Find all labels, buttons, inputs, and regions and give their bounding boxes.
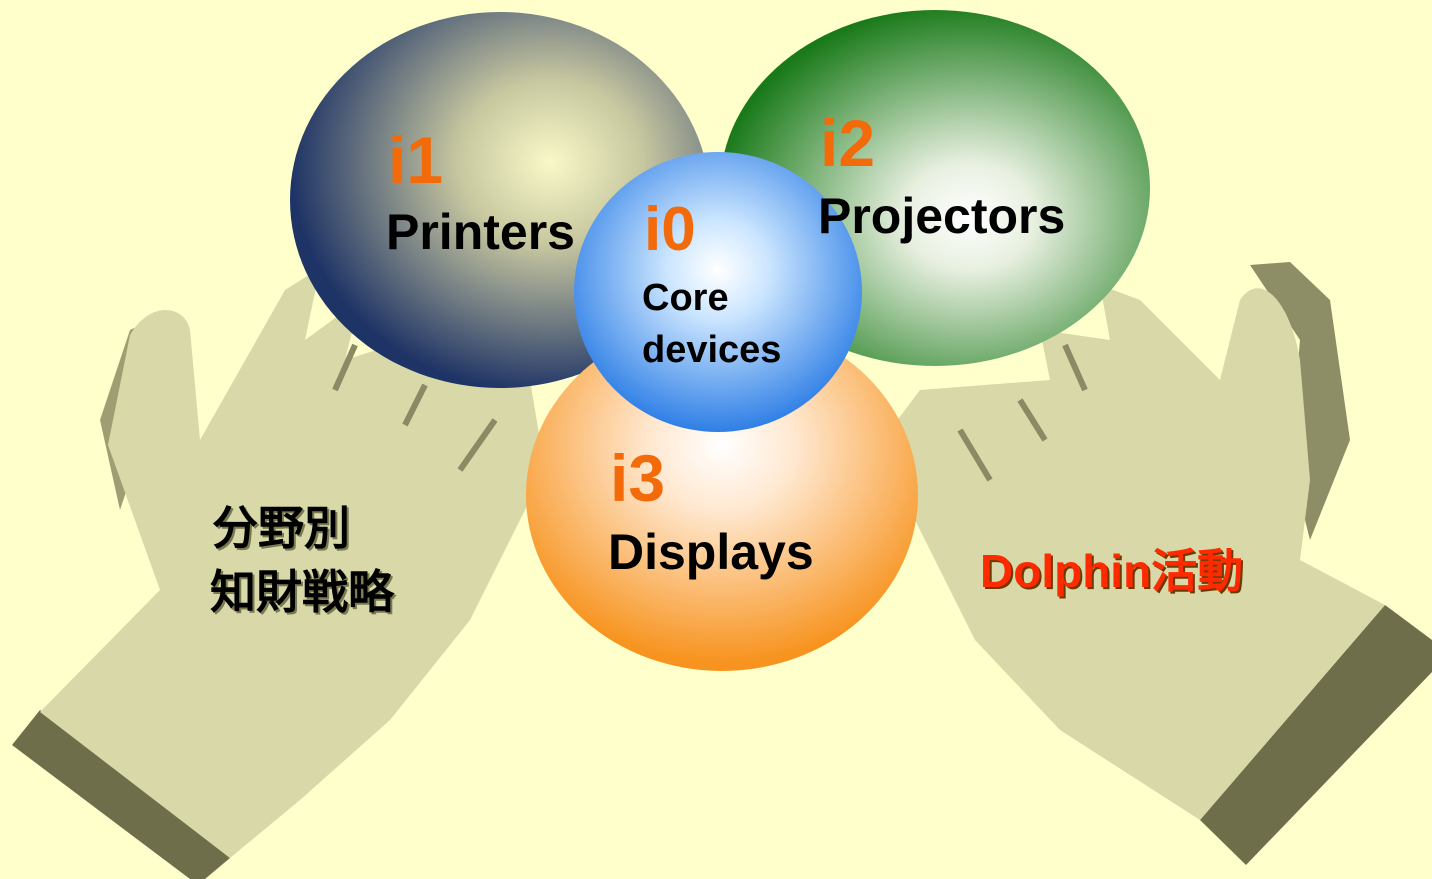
label-displays: Displays xyxy=(608,524,814,580)
left-hand-cuff xyxy=(12,710,230,879)
left-hand-palm xyxy=(40,268,545,858)
label-projectors: Projectors xyxy=(818,188,1066,244)
left-hand-finger-line xyxy=(457,418,498,472)
left-hand-finger-line xyxy=(332,343,358,392)
label-printers: Printers xyxy=(386,204,575,260)
right-hand-cuff xyxy=(1200,605,1432,865)
code-i2: i2 xyxy=(820,106,876,180)
left-hand xyxy=(12,268,545,879)
right-hand-finger-line xyxy=(957,428,993,482)
label-core: Core xyxy=(642,277,729,319)
right-hand-text-dolphin: Dolphin活動 xyxy=(980,545,1244,597)
code-i1: i1 xyxy=(388,123,444,197)
circle-i0-core-devices xyxy=(574,152,862,432)
right-hand-finger-line xyxy=(1062,343,1088,392)
label-devices: devices xyxy=(642,329,782,371)
left-hand-text-line2: 知財戦略 xyxy=(210,566,394,618)
right-hand-finger-line xyxy=(1017,398,1048,442)
right-hand-palm xyxy=(890,285,1385,820)
code-i0: i0 xyxy=(644,195,696,264)
right-hand xyxy=(890,262,1432,865)
code-i3: i3 xyxy=(610,441,666,515)
left-hand-finger-line xyxy=(402,383,428,427)
left-hand-text-line1: 分野別 xyxy=(212,502,350,554)
circle-i3-displays xyxy=(526,319,918,671)
